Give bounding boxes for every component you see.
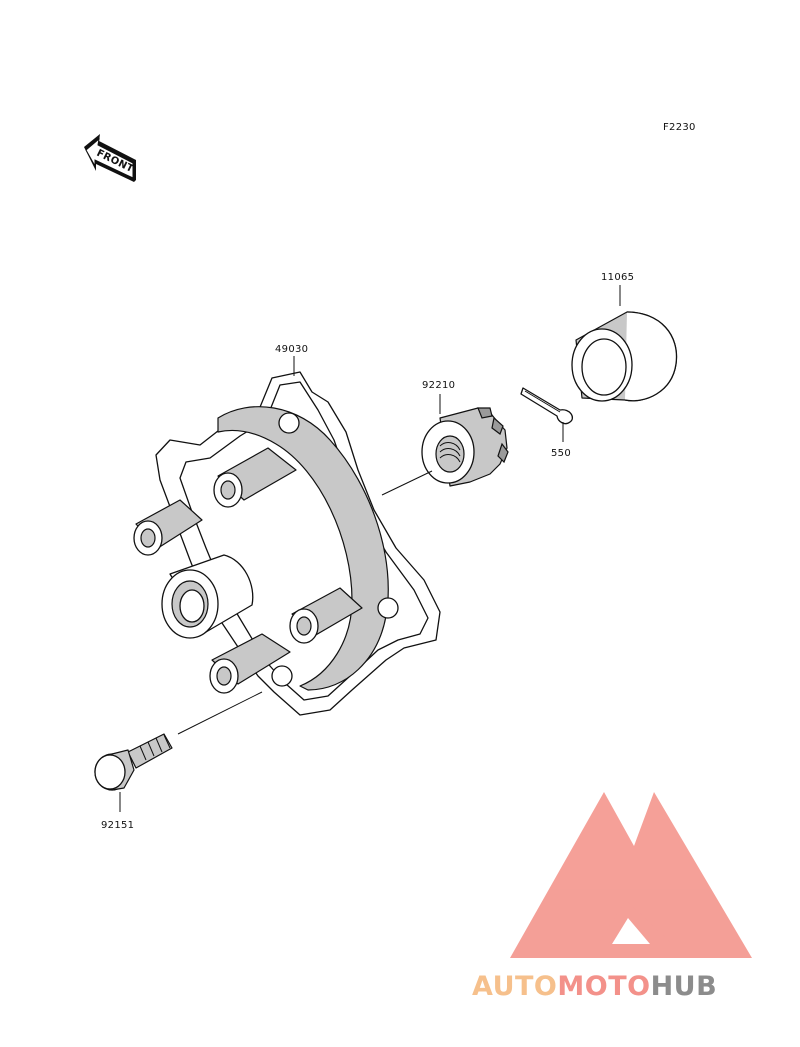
part-92210-castle-nut: 92210: [421, 380, 509, 487]
front-arrow-icon: FRONT: [84, 134, 136, 182]
figure-code: F2230: [663, 122, 696, 133]
part-550-cotter-pin: 550: [520, 387, 574, 459]
watermark-text: AUTOMOTOHUB: [472, 971, 717, 1002]
part-label-92210: 92210: [422, 380, 455, 391]
assembly-axis-line: [381, 470, 433, 496]
hub-stud-boss-upper-right: [213, 447, 297, 508]
watermark-hub: HUB: [651, 971, 718, 1002]
hub-stud-boss-left: [133, 499, 203, 556]
part-label-49030: 49030: [275, 344, 308, 355]
part-92151-wheel-stud: 92151: [94, 733, 173, 831]
part-label-92151: 92151: [101, 820, 134, 831]
watermark-auto: AUTO: [472, 971, 557, 1002]
hub-stud-boss-lower: [209, 633, 291, 694]
automotohub-logo-icon: [510, 792, 752, 958]
stud-axis-line: [177, 691, 263, 735]
hub-stud-boss-right: [289, 587, 363, 644]
part-11065-bushing: 11065: [571, 272, 678, 402]
watermark-moto: MOTO: [557, 971, 650, 1002]
part-label-550: 550: [551, 448, 571, 459]
part-49030-wheel-hub: 49030: [133, 344, 441, 716]
part-label-11065: 11065: [601, 272, 634, 283]
automotohub-watermark: AUTOMOTOHUB: [472, 792, 752, 1002]
